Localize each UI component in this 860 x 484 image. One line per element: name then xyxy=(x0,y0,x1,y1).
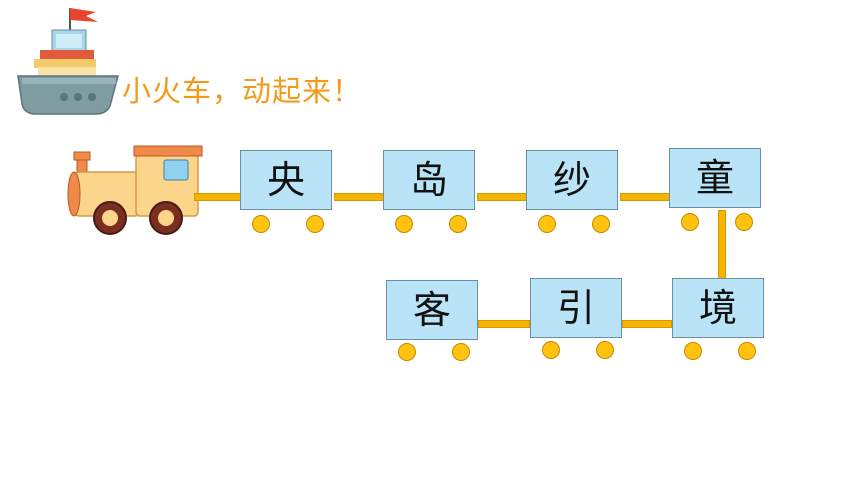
coupler xyxy=(194,193,242,201)
coupler xyxy=(334,193,384,201)
car-character: 岛 xyxy=(409,158,448,202)
ship-with-books-icon xyxy=(17,8,119,115)
wheel xyxy=(306,215,324,233)
wheel xyxy=(738,342,756,360)
car-character: 童 xyxy=(695,156,734,200)
wheel xyxy=(681,213,699,231)
wheel xyxy=(542,341,560,359)
coupler xyxy=(718,210,726,280)
car-character: 境 xyxy=(698,286,737,330)
wheel xyxy=(395,215,413,233)
train-car-7[interactable]: 境 xyxy=(672,278,764,338)
car-character: 纱 xyxy=(552,158,591,202)
car-character: 客 xyxy=(412,288,451,332)
wheel xyxy=(538,215,556,233)
car-character: 央 xyxy=(266,158,305,202)
train-car-1[interactable]: 央 xyxy=(240,150,332,210)
train-car-3[interactable]: 纱 xyxy=(526,150,618,210)
page-title: 小火车，动起来！ xyxy=(122,74,363,108)
wheel xyxy=(452,343,470,361)
wheel xyxy=(684,342,702,360)
train-car-4[interactable]: 童 xyxy=(669,148,761,208)
train-car-6[interactable]: 引 xyxy=(530,278,622,338)
wheel xyxy=(735,213,753,231)
wheel xyxy=(398,343,416,361)
train-car-5[interactable]: 客 xyxy=(386,280,478,340)
wheel xyxy=(252,215,270,233)
coupler xyxy=(478,320,530,328)
wheel xyxy=(592,215,610,233)
wheel xyxy=(596,341,614,359)
car-character: 引 xyxy=(556,286,595,330)
coupler xyxy=(620,193,670,201)
coupler xyxy=(477,193,527,201)
coupler xyxy=(622,320,672,328)
locomotive-icon xyxy=(67,145,203,235)
train-car-2[interactable]: 岛 xyxy=(383,150,475,210)
wheel xyxy=(449,215,467,233)
